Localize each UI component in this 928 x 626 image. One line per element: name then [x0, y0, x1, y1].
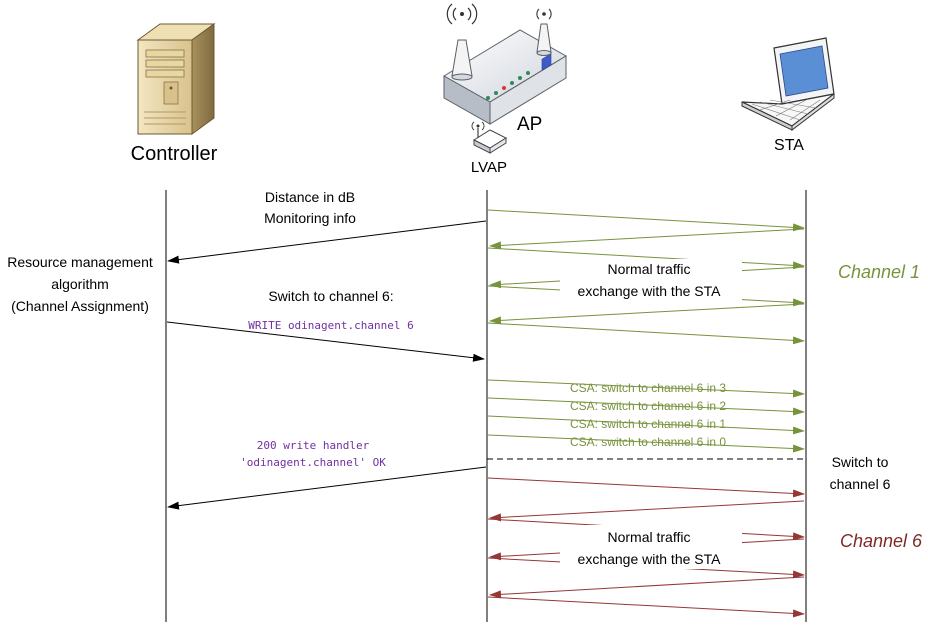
csa-arrow-3: [487, 379, 805, 398]
monitoring-label-line1: Distance in dB: [265, 189, 355, 205]
normal-traffic-1-line1: Normal traffic: [608, 261, 691, 277]
ch1-arrow-1: [487, 209, 805, 232]
channel1-traffic: [487, 209, 805, 345]
normal-traffic-6-line1: Normal traffic: [608, 529, 691, 545]
csa-label-2: CSA: switch to channel 6 in 2: [570, 399, 726, 413]
lvap-label: LVAP: [471, 159, 507, 176]
csa-arrow-0: [487, 434, 805, 453]
csa-label-1: CSA: switch to channel 6 in 1: [570, 417, 726, 431]
write-reply-arrow: [167, 466, 487, 510]
csa-arrow-2: [487, 397, 805, 416]
switch-command-label: Switch to channel 6:: [268, 288, 393, 304]
resource-algo-line1: Resource management: [7, 254, 153, 270]
write-command-label: WRITE odinagent.channel 6: [248, 319, 414, 332]
csa-arrow-1: [487, 415, 805, 435]
laptop-icon: [741, 37, 835, 132]
monitoring-arrow: [167, 220, 487, 264]
channel1-label: Channel 1: [838, 262, 920, 282]
switch-done-line1: Switch to: [832, 454, 889, 470]
csa-label-0: CSA: switch to channel 6 in 0: [570, 435, 726, 449]
ch6-arrow-1: [487, 477, 805, 498]
ch1-arrow-7: [487, 322, 805, 345]
wireless-router-icon: [443, 3, 567, 125]
csa-messages: [487, 379, 805, 453]
ch6-arrow-6: [489, 576, 805, 599]
virtual-ap-icon: [471, 121, 508, 154]
ch6-arrow-2: [489, 500, 805, 522]
write-reply-line2: 'odinagent.channel' OK: [240, 456, 386, 469]
monitoring-label-line2: Monitoring info: [264, 210, 356, 226]
channel6-traffic: [487, 477, 805, 618]
controller-label: Controller: [131, 143, 218, 165]
write-reply-line1: 200 write handler: [257, 439, 370, 452]
ch1-arrow-2: [489, 228, 805, 250]
normal-traffic-6-line2: exchange with the STA: [578, 551, 722, 567]
resource-algo-line3: (Channel Assignment): [11, 298, 149, 314]
ch1-arrow-3: [487, 247, 805, 270]
ch6-arrow-7: [487, 596, 805, 618]
server-tower-icon: [136, 23, 216, 135]
resource-algo-line2: algorithm: [51, 276, 109, 292]
switch-done-line2: channel 6: [830, 476, 891, 492]
traffic-label-bg-1: [560, 259, 742, 303]
ap-label: AP: [517, 114, 542, 135]
ch1-arrow-6: [489, 303, 805, 325]
write-command-arrow: [166, 321, 485, 362]
traffic-label-bg-6: [560, 525, 742, 569]
normal-traffic-1-line2: exchange with the STA: [578, 283, 722, 299]
csa-label-3: CSA: switch to channel 6 in 3: [570, 381, 726, 395]
channel6-label: Channel 6: [840, 531, 923, 551]
sta-label: STA: [774, 137, 804, 154]
